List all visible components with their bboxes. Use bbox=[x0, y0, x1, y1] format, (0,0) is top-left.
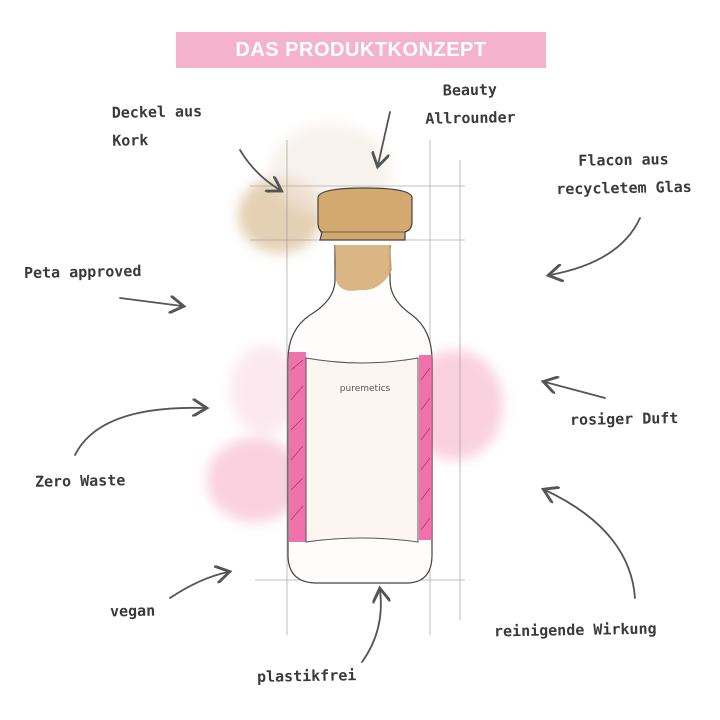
cork-cap bbox=[317, 187, 413, 241]
label-duft: rosiger Duft bbox=[569, 409, 679, 429]
label-line: Kork bbox=[112, 131, 149, 150]
label-line: Allrounder bbox=[425, 108, 516, 128]
label-line: recycletem Glas bbox=[556, 177, 692, 199]
label-line: Beauty bbox=[442, 80, 498, 100]
neck-stain bbox=[335, 245, 392, 291]
page-title: DAS PRODUKTKONZEPT bbox=[176, 32, 546, 68]
label-plastikfrei: plastikfrei bbox=[256, 666, 357, 686]
label-beauty: Beauty Allrounder bbox=[425, 75, 516, 133]
label-deckel: Deckel aus Kork bbox=[112, 97, 203, 155]
brand-name: puremetics bbox=[339, 384, 391, 394]
label-wirkung: reinigende Wirkung bbox=[493, 619, 657, 641]
label-zero-waste: Zero Waste bbox=[34, 471, 126, 491]
label-stripe-left bbox=[289, 352, 306, 542]
product-label bbox=[305, 357, 419, 543]
label-vegan: vegan bbox=[109, 601, 156, 621]
arrows bbox=[74, 111, 641, 663]
label-peta: Peta approved bbox=[23, 261, 142, 283]
label-flacon: Flacon aus recycletem Glas bbox=[556, 145, 692, 203]
label-line: Flacon aus bbox=[578, 150, 669, 170]
label-stripe-right bbox=[419, 355, 432, 540]
label-line: Deckel aus bbox=[111, 102, 203, 122]
